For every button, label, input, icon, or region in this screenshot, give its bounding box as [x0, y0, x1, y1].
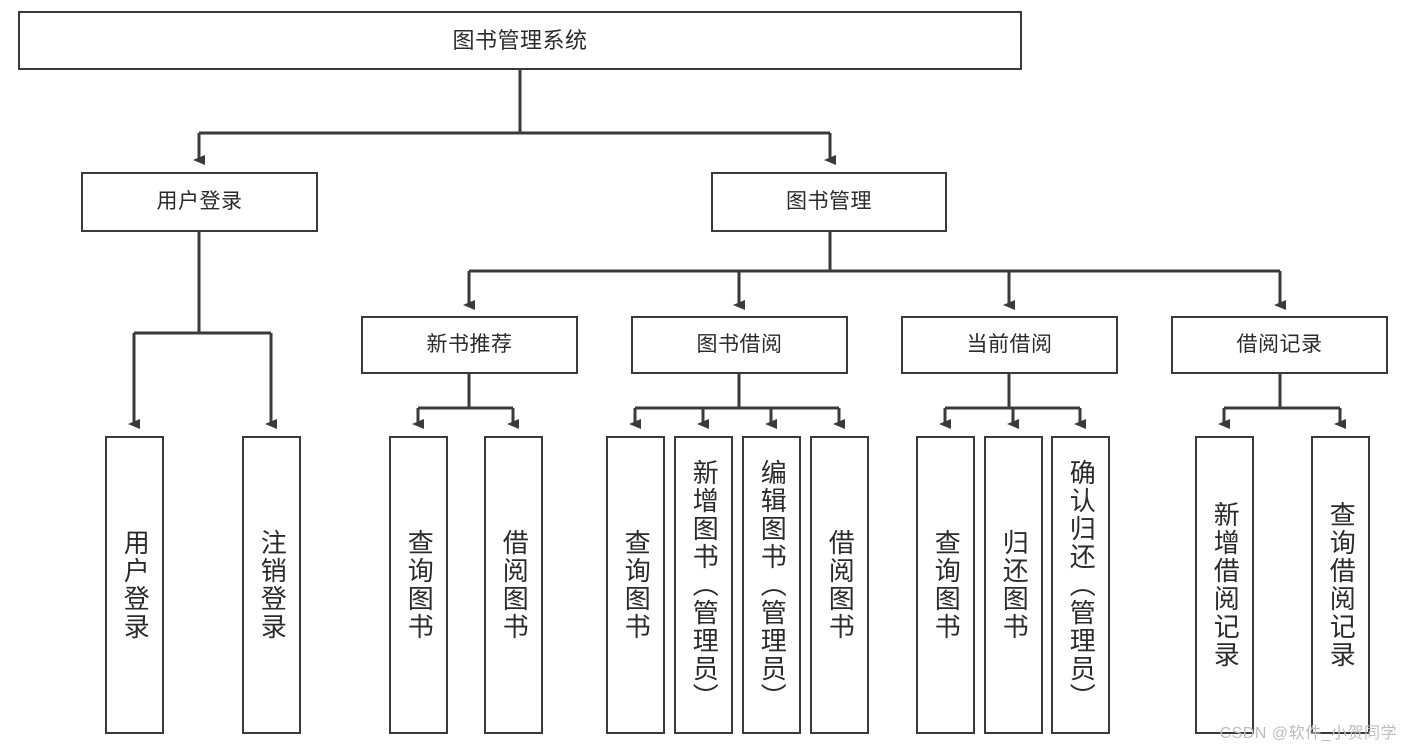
leaf-new-book-borrow-book[interactable]: 借阅图书 [484, 436, 543, 734]
node-book-borrow[interactable]: 图书借阅 [631, 316, 848, 374]
node-label: 确认归还（管理员） [1066, 459, 1097, 711]
leaf-borrow-record-add-record[interactable]: 新增借阅记录 [1195, 436, 1254, 734]
node-label: 新增借阅记录 [1210, 501, 1241, 669]
node-label: 用户登录 [156, 189, 243, 213]
node-current-borrow[interactable]: 当前借阅 [901, 316, 1118, 374]
node-label: 编辑图书（管理员） [757, 459, 788, 711]
node-label: 图书借阅 [696, 332, 783, 356]
leaf-new-book-query-book[interactable]: 查询图书 [389, 436, 448, 734]
node-label: 用户登录 [120, 529, 151, 641]
leaf-book-borrow-add-book-admin[interactable]: 新增图书（管理员） [674, 436, 733, 734]
node-label: 新增图书（管理员） [689, 459, 720, 711]
node-borrow-record[interactable]: 借阅记录 [1171, 316, 1388, 374]
leaf-book-borrow-edit-book-admin[interactable]: 编辑图书（管理员） [742, 436, 801, 734]
watermark-csdn: CSDN @软件_小贺同学 [1219, 725, 1397, 742]
node-label: 借阅记录 [1236, 332, 1323, 356]
node-label: 查询借阅记录 [1326, 501, 1357, 669]
node-label: 图书管理系统 [452, 27, 588, 53]
node-label: 当前借阅 [966, 332, 1053, 356]
node-label: 查询图书 [404, 529, 435, 641]
node-label: 图书管理 [786, 189, 872, 213]
node-label: 归还图书 [999, 529, 1030, 641]
leaf-book-borrow-query-book[interactable]: 查询图书 [606, 436, 665, 734]
node-label: 查询图书 [931, 529, 962, 641]
node-label: 新书推荐 [426, 332, 513, 356]
leaf-user-login-login[interactable]: 用户登录 [105, 436, 164, 734]
node-root-book-management-system[interactable]: 图书管理系统 [18, 11, 1022, 70]
leaf-borrow-record-query-record[interactable]: 查询借阅记录 [1311, 436, 1370, 734]
node-label: 查询图书 [621, 529, 652, 641]
node-user-login[interactable]: 用户登录 [81, 172, 318, 232]
node-book-management[interactable]: 图书管理 [711, 172, 947, 232]
node-label: 借阅图书 [499, 529, 530, 641]
node-new-book-recommend[interactable]: 新书推荐 [361, 316, 578, 374]
leaf-current-borrow-return-book[interactable]: 归还图书 [984, 436, 1043, 734]
leaf-current-borrow-query-book[interactable]: 查询图书 [916, 436, 975, 734]
leaf-user-login-logout[interactable]: 注销登录 [242, 436, 301, 734]
leaf-book-borrow-borrow-book[interactable]: 借阅图书 [810, 436, 869, 734]
node-label: 借阅图书 [825, 529, 856, 641]
node-label: 注销登录 [257, 529, 288, 641]
leaf-current-borrow-confirm-return-admin[interactable]: 确认归还（管理员） [1051, 436, 1110, 734]
